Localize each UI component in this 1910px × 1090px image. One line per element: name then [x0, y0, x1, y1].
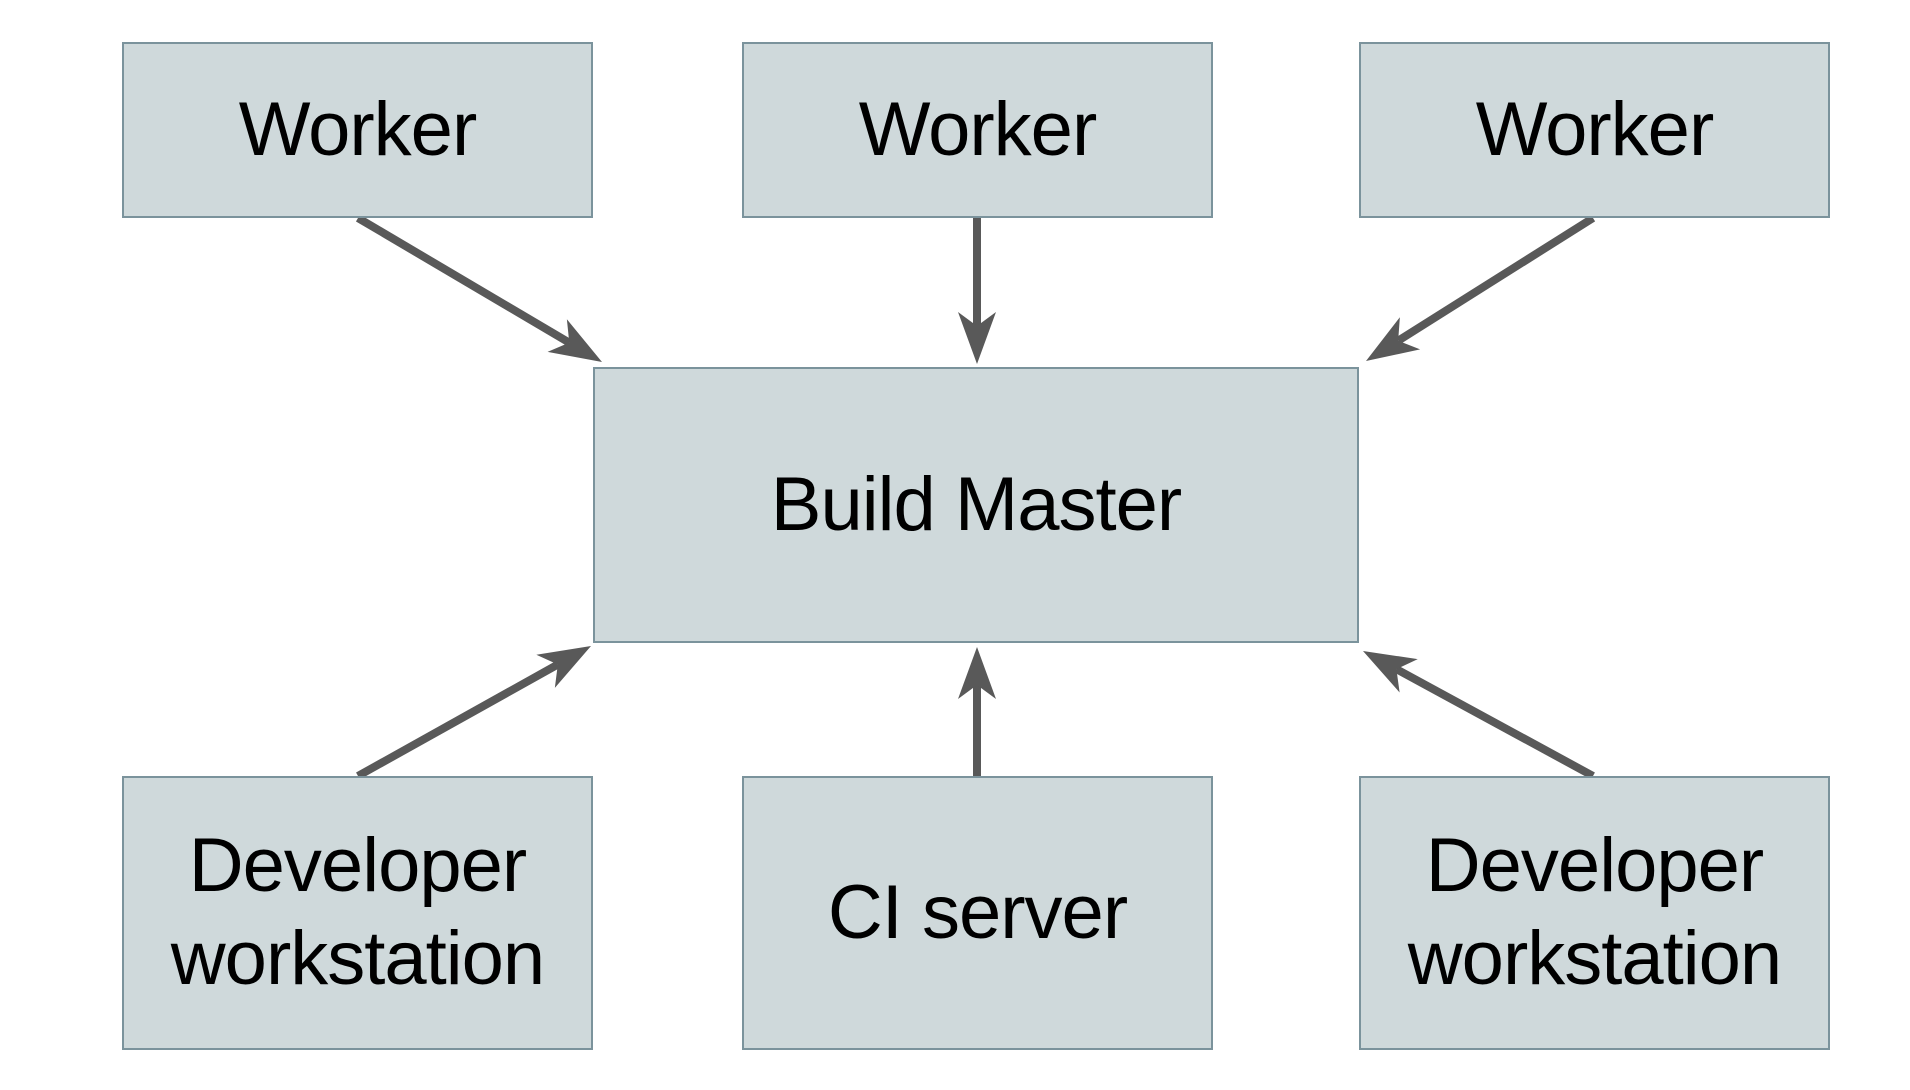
node-worker-1-label: Worker	[238, 86, 478, 172]
node-ci-server: CI server	[742, 776, 1213, 1050]
arrow-shaft	[356, 661, 560, 780]
arrow-head	[958, 647, 996, 699]
edge-worker-1-to-build-master	[355, 214, 602, 362]
node-worker-3: Worker	[1359, 42, 1830, 218]
node-developer-workstation-right-label: Developer workstation	[1407, 823, 1782, 1001]
arrow-head	[1363, 651, 1418, 693]
edge-developer-workstation-right-to-build-master	[1363, 651, 1595, 780]
edge-ci-server-to-build-master	[958, 647, 996, 776]
edge-worker-3-to-build-master	[1366, 214, 1596, 361]
edge-worker-2-to-build-master	[958, 218, 996, 364]
arrow-shaft	[1396, 214, 1596, 345]
node-ci-server-label: CI server	[827, 869, 1128, 955]
node-developer-workstation-right: Developer workstation	[1359, 776, 1830, 1050]
arrow-head	[958, 312, 996, 364]
node-worker-2-label: Worker	[858, 86, 1098, 172]
node-worker-2: Worker	[742, 42, 1213, 218]
node-worker-1: Worker	[122, 42, 593, 218]
node-worker-3-label: Worker	[1475, 86, 1715, 172]
node-build-master-label: Build Master	[770, 461, 1182, 547]
arrow-shaft	[355, 214, 572, 347]
node-build-master: Build Master	[593, 367, 1359, 643]
arrow-shaft	[1394, 665, 1595, 780]
node-developer-workstation-left-label: Developer workstation	[170, 823, 545, 1001]
arrow-head	[536, 646, 591, 688]
edge-developer-workstation-left-to-build-master	[356, 646, 591, 780]
node-developer-workstation-left: Developer workstation	[122, 776, 593, 1050]
arrow-head	[1366, 317, 1421, 361]
